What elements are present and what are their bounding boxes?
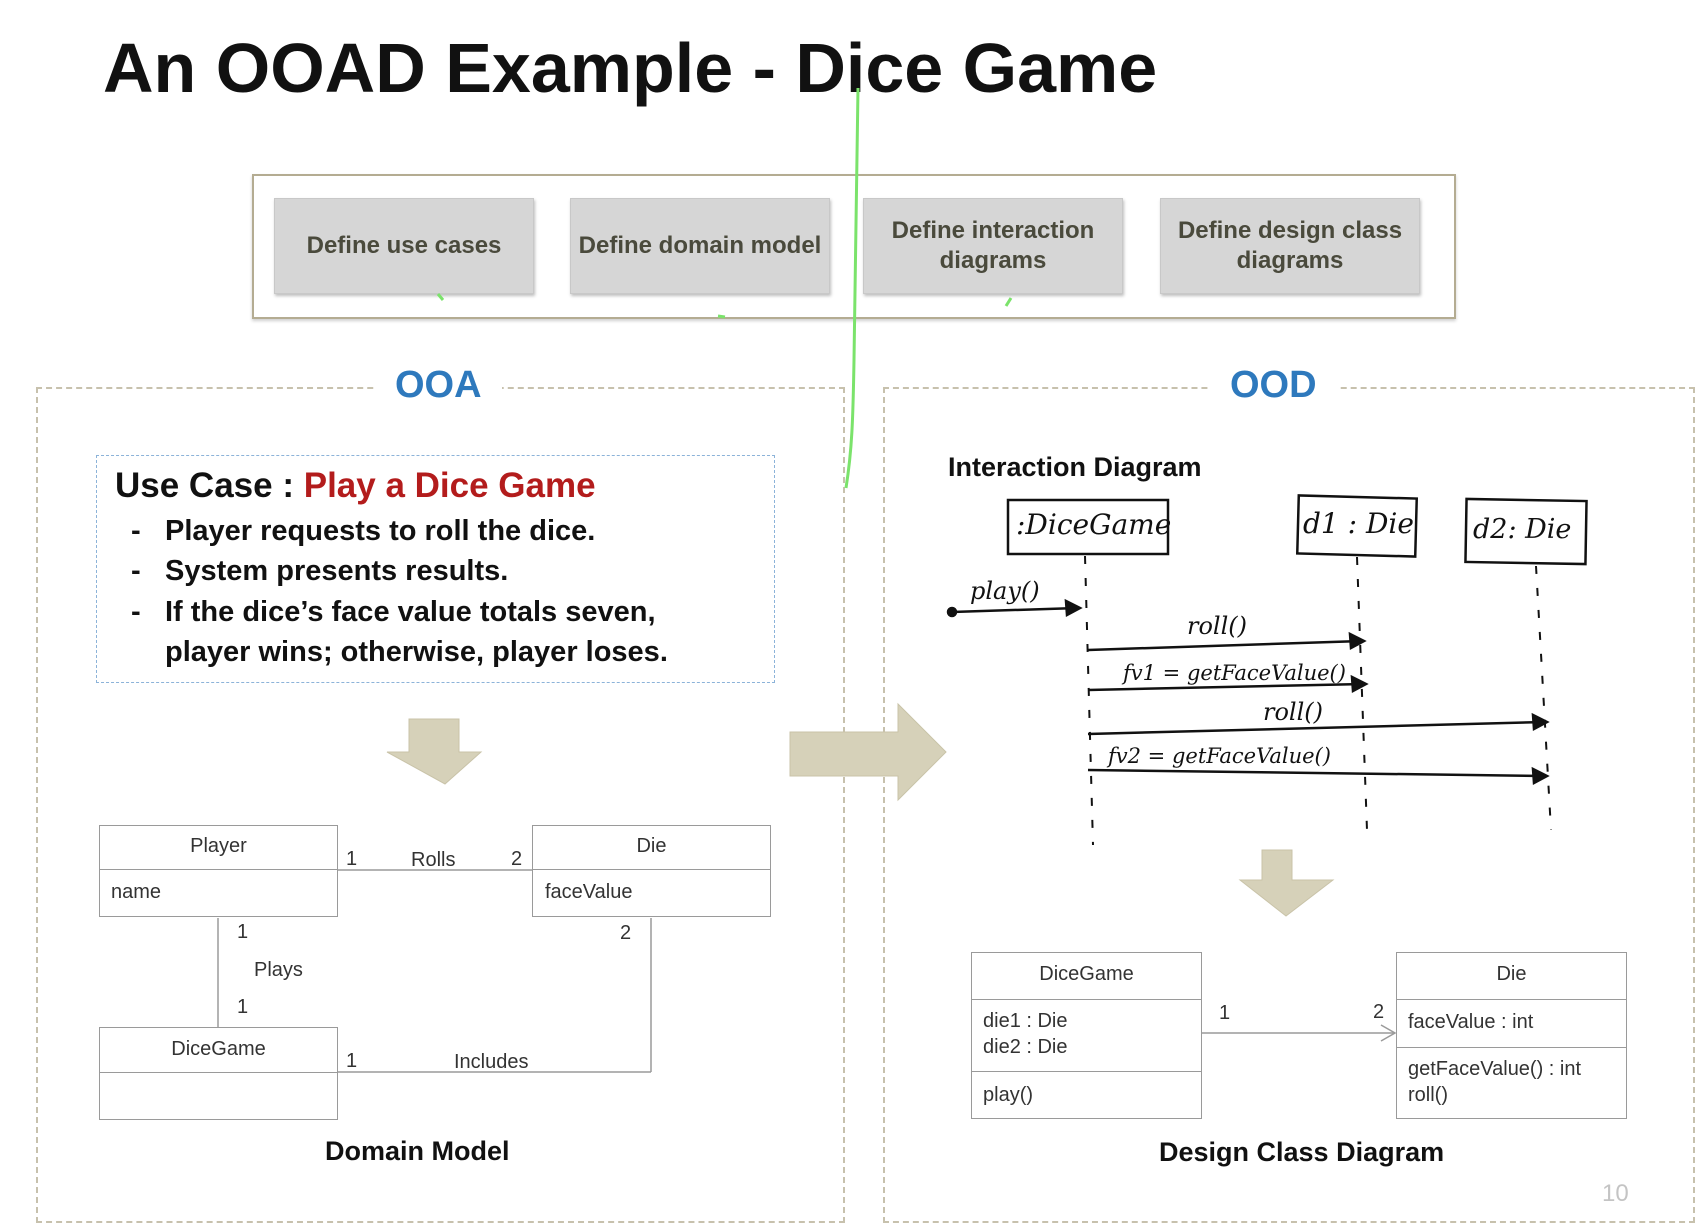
message-label-roll-d2: roll() <box>1263 698 1323 726</box>
multiplicity: 2 <box>620 922 632 944</box>
right-arrow-ooa-to-ood <box>789 702 947 802</box>
use-case-title: Use Case : Play a Dice Game <box>115 466 596 506</box>
multiplicity: 1 <box>346 1050 358 1072</box>
domain-class-player <box>99 825 338 917</box>
class-name-dicegame: DiceGame <box>1039 963 1134 985</box>
multiplicity: 1 <box>237 921 249 943</box>
class-name-die: Die <box>636 835 667 857</box>
multiplicity: 2 <box>1373 1001 1385 1023</box>
message-label-getfacevalue-d2: fv2 = getFaceValue() <box>1108 744 1331 768</box>
domain-class-dicegame <box>99 1027 338 1120</box>
domain-class-die <box>532 825 771 917</box>
multiplicity: 1 <box>1219 1002 1231 1024</box>
interaction-diagram-caption: Interaction Diagram <box>948 452 1202 482</box>
message-getfacevalue-d2-arrow <box>1087 768 1546 778</box>
message-label-play: play() <box>970 577 1040 605</box>
design-class-die <box>1396 952 1627 1119</box>
green-annotation-stroke <box>844 87 860 489</box>
message-label-getfacevalue-d1: fv1 = getFaceValue() <box>1123 661 1346 685</box>
design-class-dicegame <box>971 952 1202 1119</box>
lifeline-dicegame <box>1084 555 1094 846</box>
message-roll-d2-arrow <box>1087 720 1546 736</box>
association-label-includes: Includes <box>454 1051 529 1073</box>
use-case-step: player wins; otherwise, player loses. <box>165 636 668 668</box>
bullet-dash: - <box>131 555 141 587</box>
step-define-interaction-diagrams: Define interaction diagrams <box>863 198 1123 294</box>
navigability-arrowhead <box>1380 1024 1397 1042</box>
arrowhead <box>1531 766 1550 786</box>
use-case-step: If the dice’s face value totals seven, <box>165 596 656 628</box>
message-roll-d1-arrow <box>1087 639 1363 652</box>
use-case-step: Player requests to roll the dice. <box>165 515 596 547</box>
association-label-plays: Plays <box>254 959 303 981</box>
domain-model-caption: Domain Model <box>325 1136 510 1166</box>
class-op: getFaceValue() : int <box>1408 1058 1582 1080</box>
association-label-rolls: Rolls <box>411 849 456 871</box>
design-class-diagram-caption: Design Class Diagram <box>1159 1137 1445 1167</box>
lifeline-label-dicegame: :DiceGame <box>1016 508 1172 541</box>
class-attr-player: name <box>111 881 162 903</box>
class-op: play() <box>983 1084 1034 1106</box>
use-case-prefix: Use Case : <box>115 466 304 505</box>
class-attr: die1 : Die <box>983 1010 1068 1032</box>
use-case-box <box>96 455 775 683</box>
class-attr-die: faceValue <box>545 881 633 903</box>
message-label-roll-d1: roll() <box>1187 612 1247 640</box>
arrowhead <box>1348 631 1367 651</box>
green-annotation-tick <box>436 293 445 301</box>
multiplicity: 2 <box>511 848 523 870</box>
arrowhead <box>1064 598 1083 618</box>
arrowhead <box>1350 674 1369 694</box>
step-define-design-class-diagrams: Define design class diagrams <box>1160 198 1420 294</box>
down-arrow-ood <box>1238 849 1335 917</box>
bullet-dash: - <box>131 596 141 628</box>
class-name-player: Player <box>190 835 247 857</box>
message-getfacevalue-d1-arrow <box>1087 682 1365 692</box>
class-attr: faceValue : int <box>1408 1011 1534 1033</box>
lifeline-box-d1 <box>1295 494 1419 558</box>
lifeline-d1 <box>1356 556 1368 831</box>
lifeline-d2 <box>1535 565 1552 831</box>
class-attr: die2 : Die <box>983 1036 1068 1058</box>
lifeline-label-d1: d1 : Die <box>1303 507 1414 540</box>
green-annotation-tick <box>717 314 726 319</box>
bullet-dash: - <box>131 515 141 547</box>
lifeline-box-dicegame <box>1006 498 1170 556</box>
message-play-arrow <box>951 606 1079 614</box>
use-case-step: System presents results. <box>165 555 509 587</box>
found-message-dot <box>946 606 958 618</box>
use-case-name: Play a Dice Game <box>303 466 596 505</box>
class-name-dicegame: DiceGame <box>171 1038 266 1060</box>
page-number: 10 <box>1602 1180 1629 1207</box>
arrowhead <box>1531 712 1550 732</box>
ooa-title: OOA <box>375 364 502 407</box>
down-arrow-ooa <box>386 718 483 785</box>
lifeline-label-d2: d2: Die <box>1473 514 1572 545</box>
ood-title: OOD <box>1210 364 1337 407</box>
process-steps-bar: Define use cases Define domain model Def… <box>252 174 1456 319</box>
multiplicity: 1 <box>237 996 249 1018</box>
step-define-domain-model: Define domain model <box>570 198 830 294</box>
class-op: roll() <box>1408 1084 1448 1106</box>
class-name-die: Die <box>1496 963 1527 985</box>
step-define-use-cases: Define use cases <box>274 198 534 294</box>
green-annotation-tick <box>1004 297 1013 307</box>
page-title: An OOAD Example - Dice Game <box>103 29 1158 107</box>
lifeline-box-d2 <box>1464 497 1588 566</box>
multiplicity: 1 <box>346 848 358 870</box>
